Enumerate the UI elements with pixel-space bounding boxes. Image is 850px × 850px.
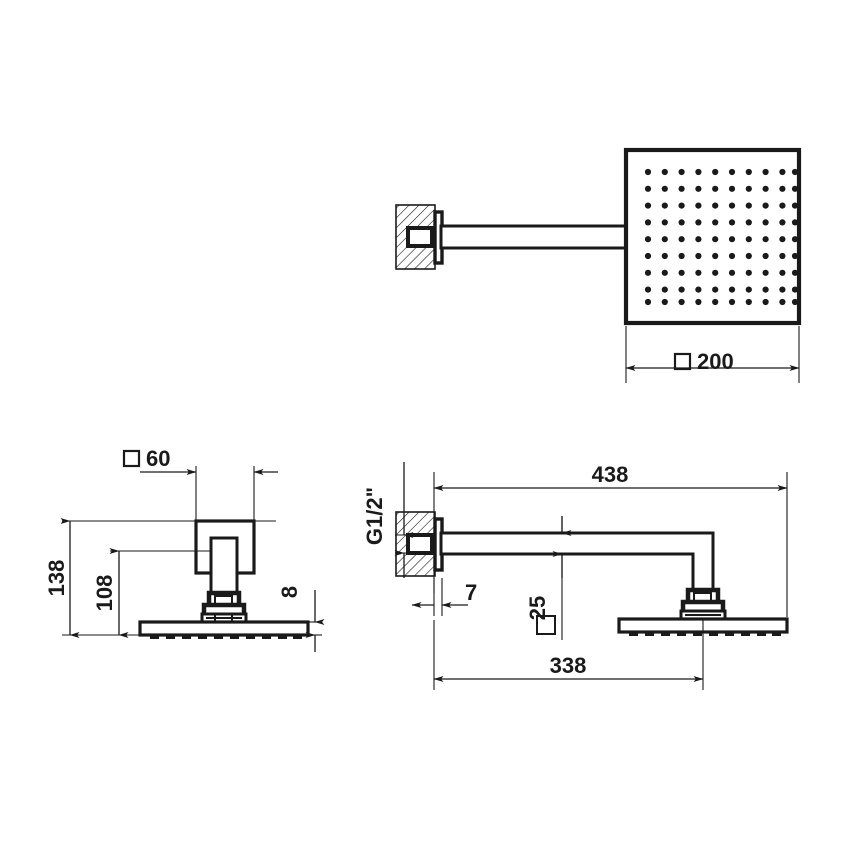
side-elevation-view: G1/2" 438 7 [362,462,789,690]
front-elevation-view: 60 138 108 8 [44,446,325,652]
side-dimension-arm-tube-size: 25 [525,516,572,640]
dimension-label-head-drop: 108 [92,575,117,612]
plan-inlet-nipple [406,226,434,248]
plan-shower-head [623,147,802,326]
side-dimension-arm-overall-length: 438 [433,462,788,617]
dimension-label-thread-size: G1/2" [362,487,387,545]
dimension-label-plate-thickness: 8 [277,586,302,598]
dimension-label-head-width: 200 [697,349,734,374]
dimension-label-arm-center-length: 338 [550,653,587,678]
side-inlet-nipple [406,533,434,555]
dimension-label-arm-overall-length: 438 [592,462,629,487]
square-symbol-icon [536,615,556,635]
side-dimension-thread-size: G1/2" [362,462,432,578]
side-dimension-flange-projection: 7 [411,578,477,616]
front-ball-joint [200,590,248,625]
dimension-label-flange-projection: 7 [465,580,477,605]
front-dimension-flange-width: 60 [122,446,278,523]
front-dimension-total-height: 138 [44,518,196,638]
side-ball-joint [679,587,727,622]
front-nozzle-teeth [150,634,302,639]
square-symbol-icon [122,449,141,468]
square-symbol-icon [673,352,692,371]
front-dimension-plate-thickness: 8 [277,586,325,652]
side-dimension-arm-center-length: 338 [433,620,704,690]
dimension-label-total-height: 138 [44,560,69,597]
front-head-plate [138,620,310,637]
plan-dimension-head-width: 200 [625,326,800,383]
plan-view: 200 [395,147,802,383]
front-stem [209,536,239,598]
side-arm-tube [439,531,715,595]
front-dimension-head-drop: 108 [92,548,211,638]
side-nozzle-teeth [629,631,781,636]
plan-arm-tube [439,224,629,250]
dimension-label-flange-width: 60 [146,446,170,471]
plan-spray-nozzle-grid [644,168,799,306]
